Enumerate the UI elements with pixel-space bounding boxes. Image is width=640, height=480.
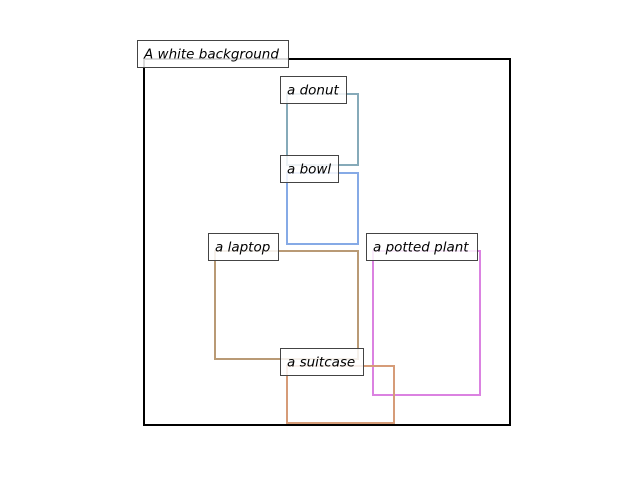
label-box (280, 348, 364, 376)
label-text: a laptop (215, 240, 270, 256)
background-frame-group (143, 58, 511, 426)
donut-box (286, 93, 359, 166)
label-box (280, 155, 339, 183)
laptop-label: a laptop (208, 233, 279, 261)
label-text: a donut (287, 83, 340, 99)
label-text: a potted plant (373, 240, 469, 256)
laptop-box (214, 250, 359, 360)
label-text: a suitcase (287, 355, 355, 371)
label-box (208, 233, 279, 261)
bowl-label: a bowl (280, 155, 339, 183)
background-frame-label: A white background (137, 40, 289, 68)
label-box (366, 233, 478, 261)
donut-label: a donut (280, 76, 347, 104)
potted-plant-box (372, 250, 481, 396)
label-text: A white background (143, 47, 279, 63)
label-box (137, 40, 289, 68)
potted-plant-label: a potted plant (366, 233, 478, 261)
suitcase-label: a suitcase (280, 348, 364, 376)
bowl-box (286, 172, 359, 245)
background-frame (143, 58, 511, 426)
label-text: a bowl (287, 162, 331, 178)
label-box (280, 76, 347, 104)
